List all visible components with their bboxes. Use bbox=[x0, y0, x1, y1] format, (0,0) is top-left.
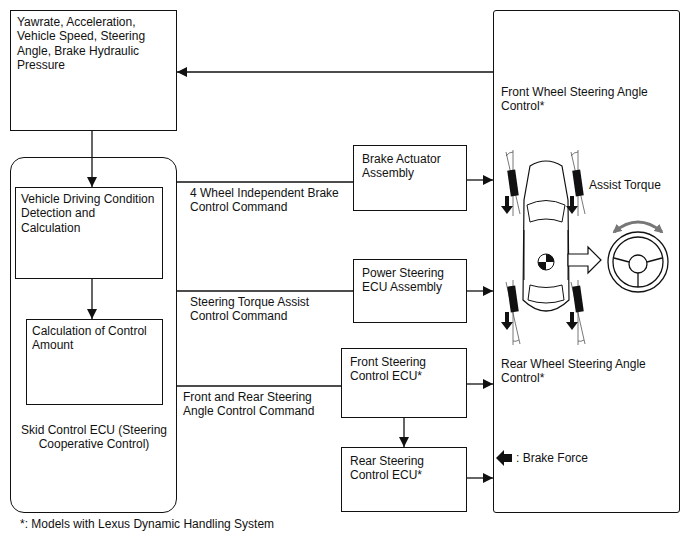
process-box: Brake Actuator Assembly bbox=[353, 145, 467, 211]
command-label: Steering Torque Assist Control Command bbox=[190, 295, 348, 324]
process-box: Power Steering ECU Assembly bbox=[353, 259, 467, 323]
connector bbox=[467, 290, 493, 291]
steering-angle-lines bbox=[506, 150, 585, 345]
connector bbox=[91, 279, 92, 319]
brake-force-arrows bbox=[501, 196, 578, 330]
process-box: Front Steering Control ECU* bbox=[341, 348, 467, 418]
connector bbox=[177, 385, 341, 386]
box-text: Calculation of Control Amount bbox=[32, 324, 157, 353]
wheels bbox=[507, 170, 584, 313]
connector bbox=[467, 383, 493, 384]
car-body bbox=[523, 161, 569, 311]
connector bbox=[91, 131, 92, 187]
box-text: Yawrate, Acceleration, Vehicle Speed, St… bbox=[17, 15, 170, 73]
torque-arrow bbox=[614, 222, 662, 232]
connector bbox=[177, 71, 493, 72]
connector bbox=[403, 418, 404, 447]
box-text: Brake Actuator Assembly bbox=[362, 152, 458, 181]
connector bbox=[467, 179, 493, 180]
vehicle-panel: Front Wheel Steering Angle Control* Assis… bbox=[493, 10, 680, 513]
panel-label: Skid Control ECU (Steering Cooperative C… bbox=[19, 423, 169, 452]
steering-wheel bbox=[608, 232, 668, 292]
panel-label: Assist Torque bbox=[589, 178, 677, 192]
assist-arrow bbox=[568, 247, 601, 273]
box-text: Rear Steering Control ECU* bbox=[350, 454, 458, 483]
command-label: 4 Wheel Independent Brake Control Comman… bbox=[190, 186, 348, 215]
process-box: Yawrate, Acceleration, Vehicle Speed, St… bbox=[10, 10, 177, 131]
box-text: Power Steering ECU Assembly bbox=[362, 266, 458, 295]
connector bbox=[177, 181, 353, 182]
legend-text: : Brake Force bbox=[516, 451, 588, 465]
connector bbox=[177, 290, 353, 291]
box-text: Front Steering Control ECU* bbox=[350, 355, 458, 384]
process-box: Calculation of Control Amount bbox=[26, 319, 163, 405]
footnote: *: Models with Lexus Dynamic Handling Sy… bbox=[20, 517, 274, 531]
connector bbox=[467, 477, 493, 478]
process-box: Rear Steering Control ECU* bbox=[341, 447, 467, 512]
legend-arrow-sample bbox=[496, 450, 512, 466]
command-label: Front and Rear Steering Angle Control Co… bbox=[183, 390, 338, 419]
ecu-container: Skid Control ECU (Steering Cooperative C… bbox=[10, 157, 177, 513]
process-box: Vehicle Driving Condition Detection and … bbox=[15, 187, 163, 279]
panel-label: Rear Wheel Steering Angle Control* bbox=[501, 357, 651, 386]
panel-label: Front Wheel Steering Angle Control* bbox=[501, 85, 651, 114]
box-text: Vehicle Driving Condition Detection and … bbox=[21, 192, 157, 235]
